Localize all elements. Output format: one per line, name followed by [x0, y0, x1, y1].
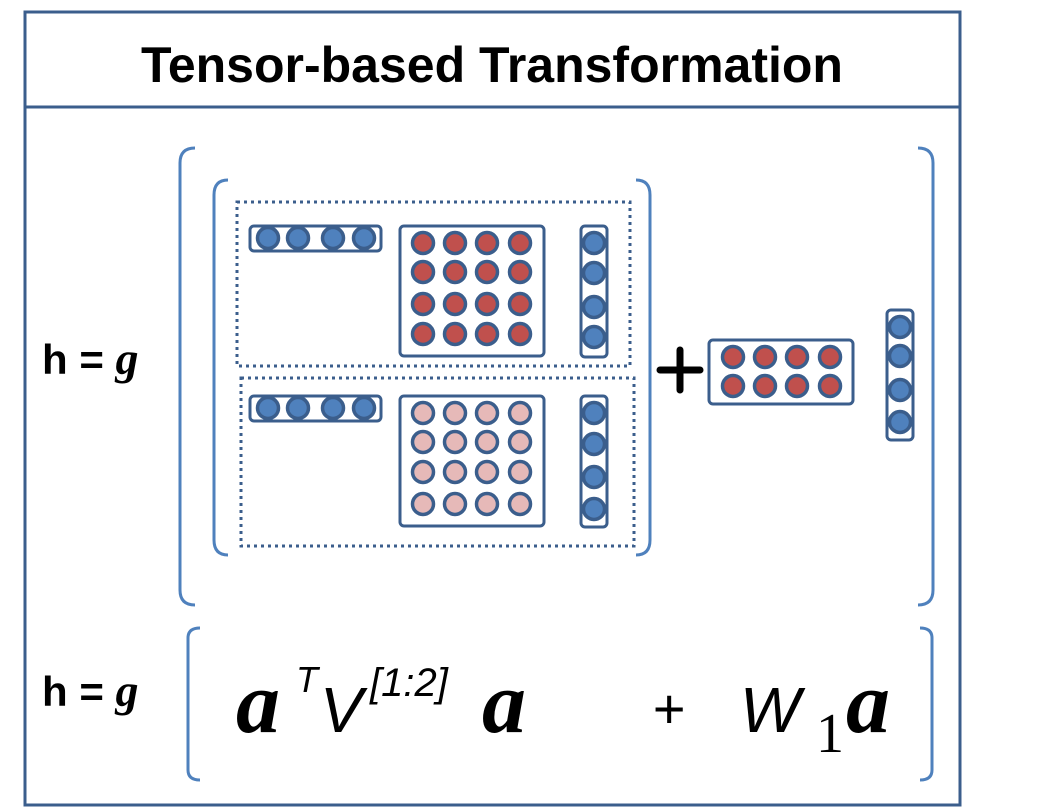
vector-element [581, 294, 607, 320]
bottom-equation-lhs: h = g [42, 665, 139, 716]
inner-left-bracket [212, 178, 229, 557]
vector-element [285, 225, 311, 251]
matrix-W-element [720, 373, 746, 399]
tensor-element [474, 429, 500, 455]
tensor-V: V [320, 674, 368, 746]
vector-element [581, 431, 607, 457]
a-transpose: a [236, 655, 280, 752]
bottom-left-bracket [186, 626, 201, 782]
tensor-element [442, 291, 468, 317]
vector-element [581, 496, 607, 522]
tensor-element [507, 321, 533, 347]
column-vector-a [579, 394, 609, 529]
matrix-W-element [784, 344, 810, 370]
vector-element [887, 343, 913, 369]
tensor-element [410, 291, 436, 317]
vector-element [887, 377, 913, 403]
row-vector-a-transpose [248, 224, 383, 253]
tensor-V-superscript: [1:2] [369, 661, 449, 705]
tensor-element [507, 230, 533, 256]
tensor-element [442, 429, 468, 455]
vector-element [887, 409, 913, 435]
vector-element [320, 225, 346, 251]
tensor-element [410, 491, 436, 517]
column-vector-a-right [885, 308, 915, 442]
tensor-element [507, 400, 533, 426]
vector-element [255, 225, 281, 251]
tensor-element [507, 291, 533, 317]
tensor-element [442, 491, 468, 517]
plus-sign [656, 346, 704, 394]
slice-1-group [235, 200, 632, 368]
tensor-element [474, 400, 500, 426]
tensor-slice-1 [398, 224, 546, 358]
vector-element [285, 395, 311, 421]
matrix-W-element [784, 373, 810, 399]
outer-left-bracket [178, 146, 196, 607]
a-vector: a [482, 655, 526, 752]
plus-operator: + [652, 677, 685, 740]
inner-right-bracket [635, 178, 652, 557]
tensor-element [507, 459, 533, 485]
column-vector-a [579, 224, 609, 359]
tensor-element [507, 491, 533, 517]
tensor-element [474, 291, 500, 317]
vector-element [887, 314, 913, 340]
matrix-W-subscript: 1 [816, 703, 844, 765]
a-vector-2: a [846, 655, 890, 752]
tensor-slice-2 [398, 394, 546, 528]
tensor-element [410, 230, 436, 256]
matrix-W-element [817, 344, 843, 370]
tensor-element [442, 400, 468, 426]
slice-2-group [239, 376, 636, 548]
vector-element [581, 230, 607, 256]
outer-frame [23, 10, 962, 807]
tensor-element [474, 321, 500, 347]
row-vector-a-transpose [248, 394, 383, 423]
vector-element [581, 260, 607, 286]
vector-element [320, 395, 346, 421]
bottom-right-bracket [919, 626, 934, 782]
tensor-element [442, 321, 468, 347]
vector-element [581, 400, 607, 426]
transpose-superscript: T [296, 659, 321, 700]
tensor-element [474, 230, 500, 256]
tensor-element [474, 491, 500, 517]
tensor-element [410, 400, 436, 426]
tensor-element [474, 459, 500, 485]
vector-element [581, 464, 607, 490]
tensor-element [410, 321, 436, 347]
matrix-W-element [817, 373, 843, 399]
tensor-element [410, 429, 436, 455]
vector-element [351, 225, 377, 251]
outer-right-bracket [917, 146, 935, 607]
matrix-W-element [752, 373, 778, 399]
vector-element [581, 324, 607, 350]
tensor-element [442, 230, 468, 256]
matrix-W-element [752, 344, 778, 370]
matrix-W-element [720, 344, 746, 370]
matrix-W: W [740, 674, 806, 746]
tensor-element [507, 429, 533, 455]
vector-element [351, 395, 377, 421]
top-equation-lhs: h = g [42, 333, 139, 384]
tensor-element [474, 259, 500, 285]
tensor-element [410, 459, 436, 485]
tensor-element [410, 259, 436, 285]
tensor-element [507, 259, 533, 285]
tensor-element [442, 259, 468, 285]
diagram-title: Tensor-based Transformation [141, 37, 843, 93]
vector-element [255, 395, 281, 421]
tensor-element [442, 459, 468, 485]
